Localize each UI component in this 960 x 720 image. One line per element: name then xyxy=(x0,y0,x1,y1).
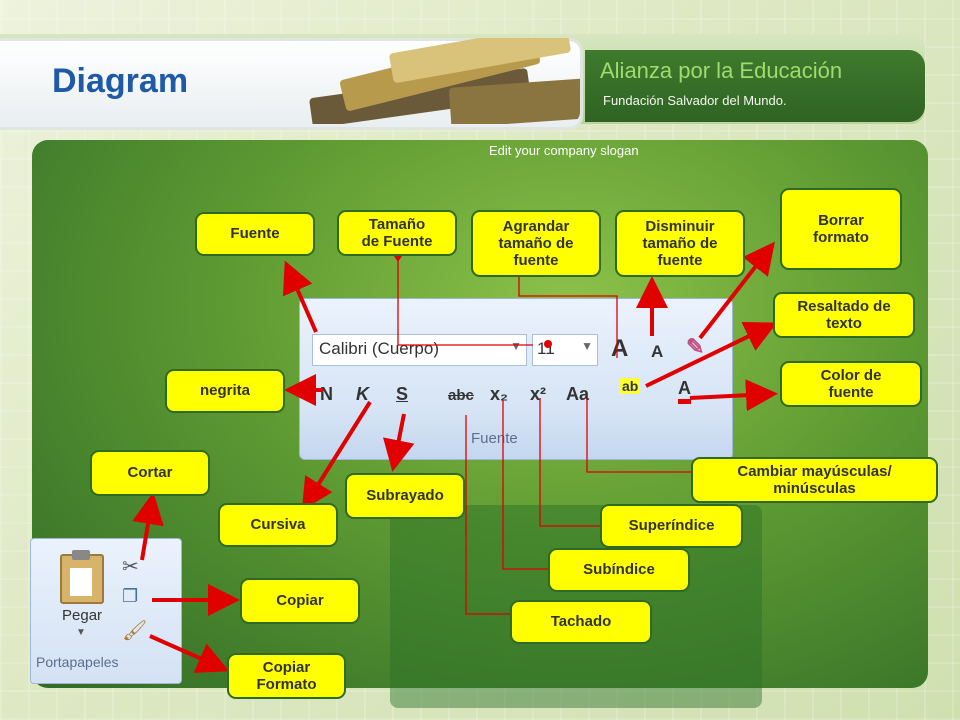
size-marker-dot xyxy=(544,340,552,348)
scissors-icon[interactable]: ✂ xyxy=(122,556,139,578)
label-tamano-fuente: Tamaño de Fuente xyxy=(337,210,457,256)
label-disminuir-fuente: Disminuir tamaño de fuente xyxy=(615,210,745,277)
label-negrita: negrita xyxy=(165,369,285,413)
copy-icon[interactable]: ❐ xyxy=(122,586,139,606)
label-cursiva: Cursiva xyxy=(218,503,338,547)
font-size-select[interactable]: 11 ▼ xyxy=(532,334,598,366)
organization-name: Alianza por la Educación xyxy=(600,58,843,83)
paste-icon[interactable] xyxy=(60,550,104,604)
label-fuente: Fuente xyxy=(195,212,315,256)
chevron-down-icon[interactable]: ▼ xyxy=(76,627,86,638)
label-cortar: Cortar xyxy=(90,450,210,496)
chevron-down-icon: ▼ xyxy=(581,339,593,353)
label-copiar-formato: Copiar Formato xyxy=(227,653,346,699)
italic-icon[interactable]: K xyxy=(356,384,369,404)
superscript-icon[interactable]: x² xyxy=(530,384,547,404)
highlight-icon[interactable]: ab xyxy=(620,378,641,394)
shrink-font-icon[interactable]: A xyxy=(651,342,664,361)
clipboard-group-label: Portapapeles xyxy=(36,654,119,670)
label-superindice: Superíndice xyxy=(600,504,743,548)
label-agrandar-fuente: Agrandar tamaño de fuente xyxy=(471,210,601,277)
change-case-icon[interactable]: Aa xyxy=(566,384,590,404)
label-tachado: Tachado xyxy=(510,600,652,644)
label-subindice: Subíndice xyxy=(548,548,690,592)
paste-label: Pegar xyxy=(62,607,103,624)
label-cambiar-mayusculas: Cambiar mayúsculas/ minúsculas xyxy=(691,457,938,503)
subscript-icon[interactable]: x₂ xyxy=(490,384,509,404)
label-borrar-formato: Borrar formato xyxy=(780,188,902,270)
font-color-icon[interactable]: A xyxy=(678,378,691,404)
label-color-fuente: Color de fuente xyxy=(780,361,922,407)
font-name-select[interactable]: Calibri (Cuerpo) ▼ xyxy=(312,334,527,366)
thin-connectors xyxy=(397,252,693,615)
grow-font-icon[interactable]: A xyxy=(611,335,629,362)
font-name-value: Calibri (Cuerpo) xyxy=(319,339,439,358)
strikethrough-icon[interactable]: abc xyxy=(448,387,474,404)
company-slogan: Edit your company slogan xyxy=(489,143,639,158)
organization-subtitle: Fundación Salvador del Mundo. xyxy=(603,93,787,108)
underline-icon[interactable]: S xyxy=(396,384,409,404)
clear-format-icon[interactable]: ✎ xyxy=(686,334,705,359)
clipboard-ribbon-group xyxy=(30,538,182,684)
label-subrayado: Subrayado xyxy=(345,473,465,519)
chevron-down-icon: ▼ xyxy=(510,339,522,353)
ribbon-group-label: Fuente xyxy=(471,430,518,447)
page-title: Diagram xyxy=(52,62,189,100)
header-green-tab xyxy=(585,50,925,122)
bold-arrows xyxy=(132,241,778,673)
label-resaltado-texto: Resaltado de texto xyxy=(773,292,915,338)
label-copiar: Copiar xyxy=(240,578,360,624)
format-painter-icon[interactable]: 🖌 xyxy=(122,620,148,642)
bold-icon[interactable]: N xyxy=(320,384,333,404)
